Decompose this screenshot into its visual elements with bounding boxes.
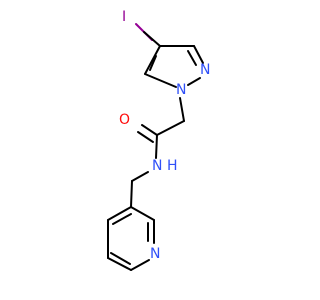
bond-nh-ch2 [131, 171, 149, 182]
bond-py-c6-c5-inner [110, 252, 131, 265]
pyrazole-n-lower-label: N [176, 82, 186, 98]
iodine-label: I [122, 9, 126, 25]
bond-ch2-py [130, 180, 133, 208]
bond-py-c4-c3 [107, 206, 132, 221]
bond-c3-n2-inner [187, 50, 197, 66]
bond-n1-ch2 [179, 97, 185, 122]
structure-drawing: I N N O N H N [107, 9, 210, 271]
bond-c4-c5 [144, 45, 161, 75]
bond-c4-c5-inner [149, 55, 157, 71]
pyridine-nitrogen-label: N [150, 246, 160, 262]
bond-co-nh [155, 134, 158, 159]
molecule-diagram: I N N O N H N [107, 9, 210, 271]
bond-py-c4-c3-inner [112, 213, 132, 225]
bond-py-c6-c5 [107, 257, 132, 271]
pyrazole-n-upper-label: N [200, 62, 210, 78]
bond-c3-n2 [193, 45, 204, 64]
bond-py-c3-c2 [130, 206, 155, 221]
bond-py-n1-c6 [130, 259, 150, 271]
bond-n2-n1 [187, 77, 201, 86]
bond-co-o-1 [141, 124, 158, 136]
bond-co-o-2 [137, 131, 154, 143]
amide-hydrogen-label: H [167, 158, 178, 174]
bond-i-c4b [143, 31, 161, 47]
amide-nitrogen-label: N [152, 158, 162, 174]
bond-c5-n1 [144, 73, 177, 88]
bond-ch2-co [156, 120, 185, 136]
carbonyl-oxygen-label: O [119, 112, 130, 128]
